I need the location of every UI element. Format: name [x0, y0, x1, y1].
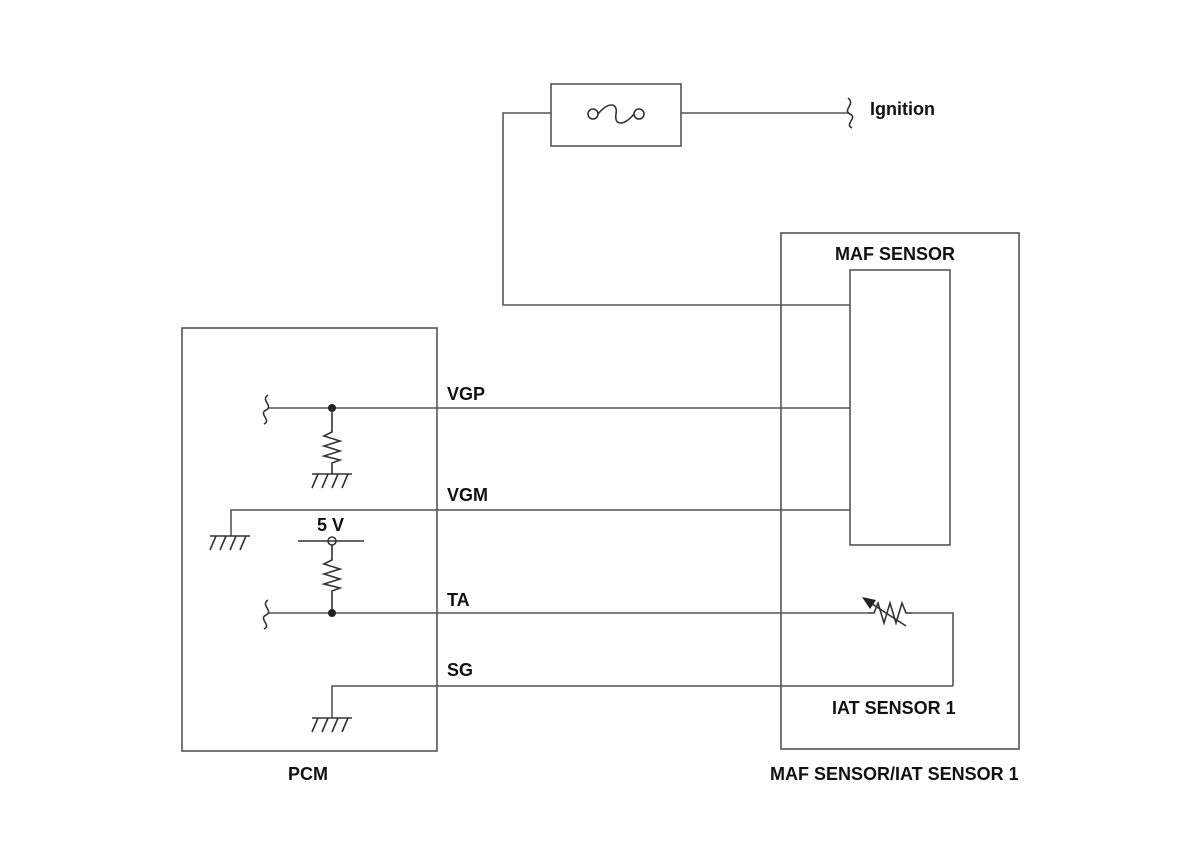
iat-sensor-label: IAT SENSOR 1 [832, 698, 956, 718]
sg-wire [331, 685, 953, 718]
ta-pullup-resistor [321, 545, 343, 613]
pcm-label: PCM [288, 764, 328, 784]
vgp-ground-symbol [311, 473, 352, 489]
vgp-pulldown-resistor [321, 408, 343, 474]
sg-ground-symbol [311, 717, 352, 733]
iat-return-wire [912, 612, 954, 686]
vgm-wire [230, 509, 850, 536]
vgp-label: VGP [447, 384, 485, 404]
vgm-ground-symbol [209, 535, 250, 551]
five-volt-label: 5 V [317, 515, 344, 535]
maf-iat-module-box [780, 232, 1020, 750]
maf-sensor-label: MAF SENSOR [835, 244, 955, 264]
ta-break-symbol [262, 599, 270, 630]
sg-label: SG [447, 660, 473, 680]
fuse [550, 83, 682, 147]
ignition-break-symbol [846, 97, 854, 129]
ignition-label: Ignition [870, 99, 935, 119]
thermistor-arrow-head [862, 597, 876, 609]
vgp-break-symbol [262, 394, 270, 425]
vgm-label: VGM [447, 485, 488, 505]
ta-label: TA [447, 590, 470, 610]
maf-sensor-element [849, 269, 951, 546]
module-caption-label: MAF SENSOR/IAT SENSOR 1 [770, 764, 1019, 784]
pcm-box [181, 327, 438, 752]
power-feed-wire [502, 112, 850, 306]
ta-junction-dot [328, 609, 336, 617]
iat-thermistor [868, 600, 912, 626]
